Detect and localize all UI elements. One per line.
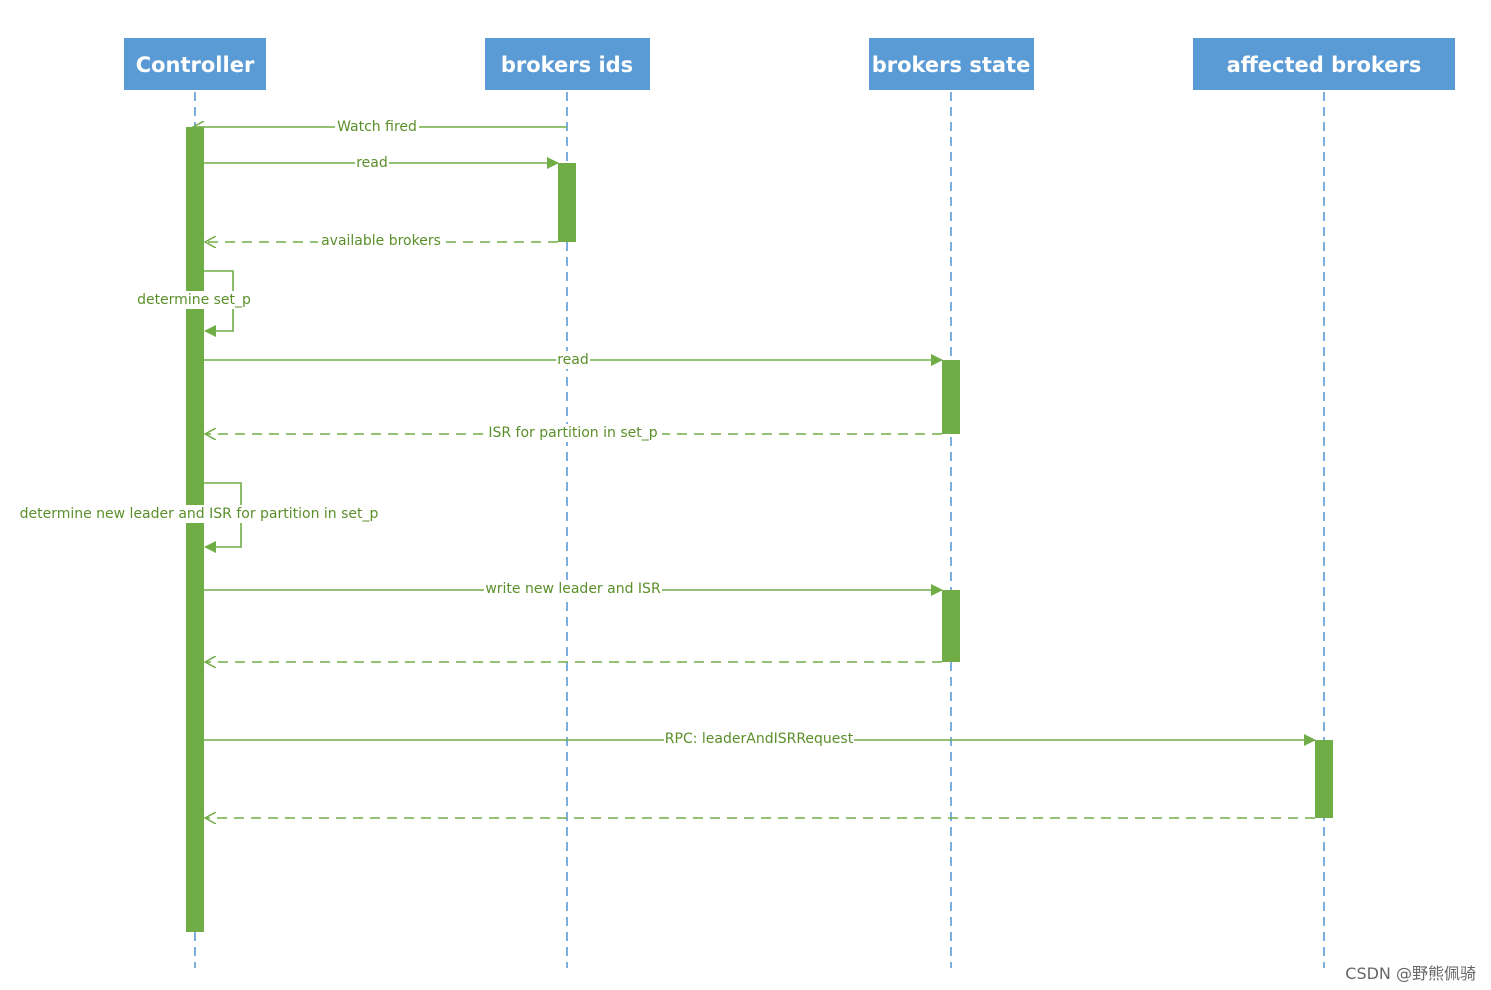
message-label: RPC: leaderAndISRRequest [665, 731, 854, 747]
message-isr-for-partition: ISR for partition in set_p [205, 424, 942, 442]
participant-brokers-state: brokers state [869, 38, 1034, 90]
message-read-broker-state: read [204, 351, 943, 369]
label-bg [355, 154, 389, 172]
participant-box [485, 38, 650, 90]
watermark: CSDN @野熊佩骑 [1345, 964, 1476, 983]
message-label: available brokers [321, 233, 441, 249]
message-label: Watch fired [337, 119, 417, 135]
participant-box [124, 38, 266, 90]
activation-affected-brokers [1315, 740, 1333, 818]
message-label: write new leader and ISR [485, 581, 661, 597]
message-write-new-leader: write new leader and ISR [204, 580, 943, 598]
message-label: read [356, 155, 388, 171]
message-determine-set-p: determine set_p [135, 270, 253, 337]
message-determine-new-leader: determine new leader and ISR for partiti… [20, 482, 379, 553]
message-read-broker-ids: read [204, 154, 559, 172]
label-bg [318, 232, 444, 250]
message-rpc-leader-and-isr: RPC: leaderAndISRRequest [204, 730, 1316, 748]
participant-label: brokers ids [501, 53, 633, 77]
participant-label: Controller [136, 53, 255, 77]
label-bg [484, 424, 662, 442]
label-bg [135, 291, 253, 309]
participant-label: affected brokers [1227, 53, 1422, 77]
label-bg [20, 505, 378, 523]
message-available-brokers: available brokers [205, 232, 558, 250]
participant-controller: Controller [124, 38, 266, 90]
message-label: ISR for partition in set_p [488, 425, 657, 441]
participant-box [869, 38, 1034, 90]
participant-box [1193, 38, 1455, 90]
label-bg [484, 580, 662, 598]
activation-brokers-state-write [942, 590, 960, 662]
participant-brokers-ids: brokers ids [485, 38, 650, 90]
activation-brokers-ids [558, 163, 576, 242]
activation-brokers-state-read [942, 360, 960, 434]
message-label: determine new leader and ISR for partiti… [20, 506, 379, 522]
participant-affected-brokers: affected brokers [1193, 38, 1455, 90]
participant-label: brokers state [872, 53, 1031, 77]
label-bg [556, 351, 590, 369]
message-label: determine set_p [137, 292, 251, 308]
message-label: read [557, 352, 589, 368]
message-watch-fired: Watch fired [193, 118, 567, 136]
activation-controller [186, 127, 204, 932]
label-bg [335, 118, 419, 136]
label-bg [664, 730, 854, 748]
